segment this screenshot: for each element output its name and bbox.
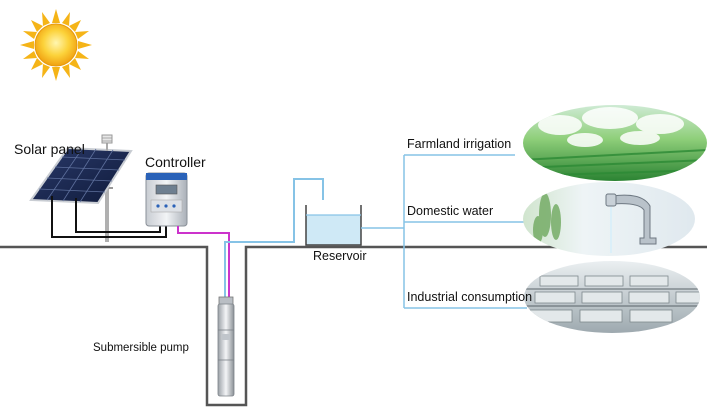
- domestic-water-label: Domestic water: [407, 204, 494, 218]
- sun-icon: [20, 9, 92, 81]
- sprinkler-field-photo: [523, 105, 707, 181]
- controller-box-icon: [145, 172, 188, 227]
- faucet-photo: [523, 182, 695, 256]
- reservoir-label: Reservoir: [313, 249, 367, 263]
- industrial-consumption-label: Industrial consumption: [407, 290, 533, 304]
- reservoir-tank-icon: [305, 205, 362, 246]
- industrial-tanks-photo: [524, 261, 700, 333]
- solar-panel-label: Solar panel: [14, 141, 85, 157]
- solar-panel-icon: [29, 134, 133, 242]
- controller-label: Controller: [145, 154, 206, 170]
- submersible-pump-label: Submersible pump: [93, 342, 189, 354]
- ground-line: [0, 245, 707, 407]
- pump-cable: [177, 226, 230, 300]
- submersible-pump-icon: [217, 296, 235, 397]
- distribution-pipes: [361, 154, 527, 309]
- water-pipe: [224, 178, 324, 298]
- farmland-irrigation-label: Farmland irrigation: [407, 137, 512, 151]
- power-wires: [51, 196, 167, 238]
